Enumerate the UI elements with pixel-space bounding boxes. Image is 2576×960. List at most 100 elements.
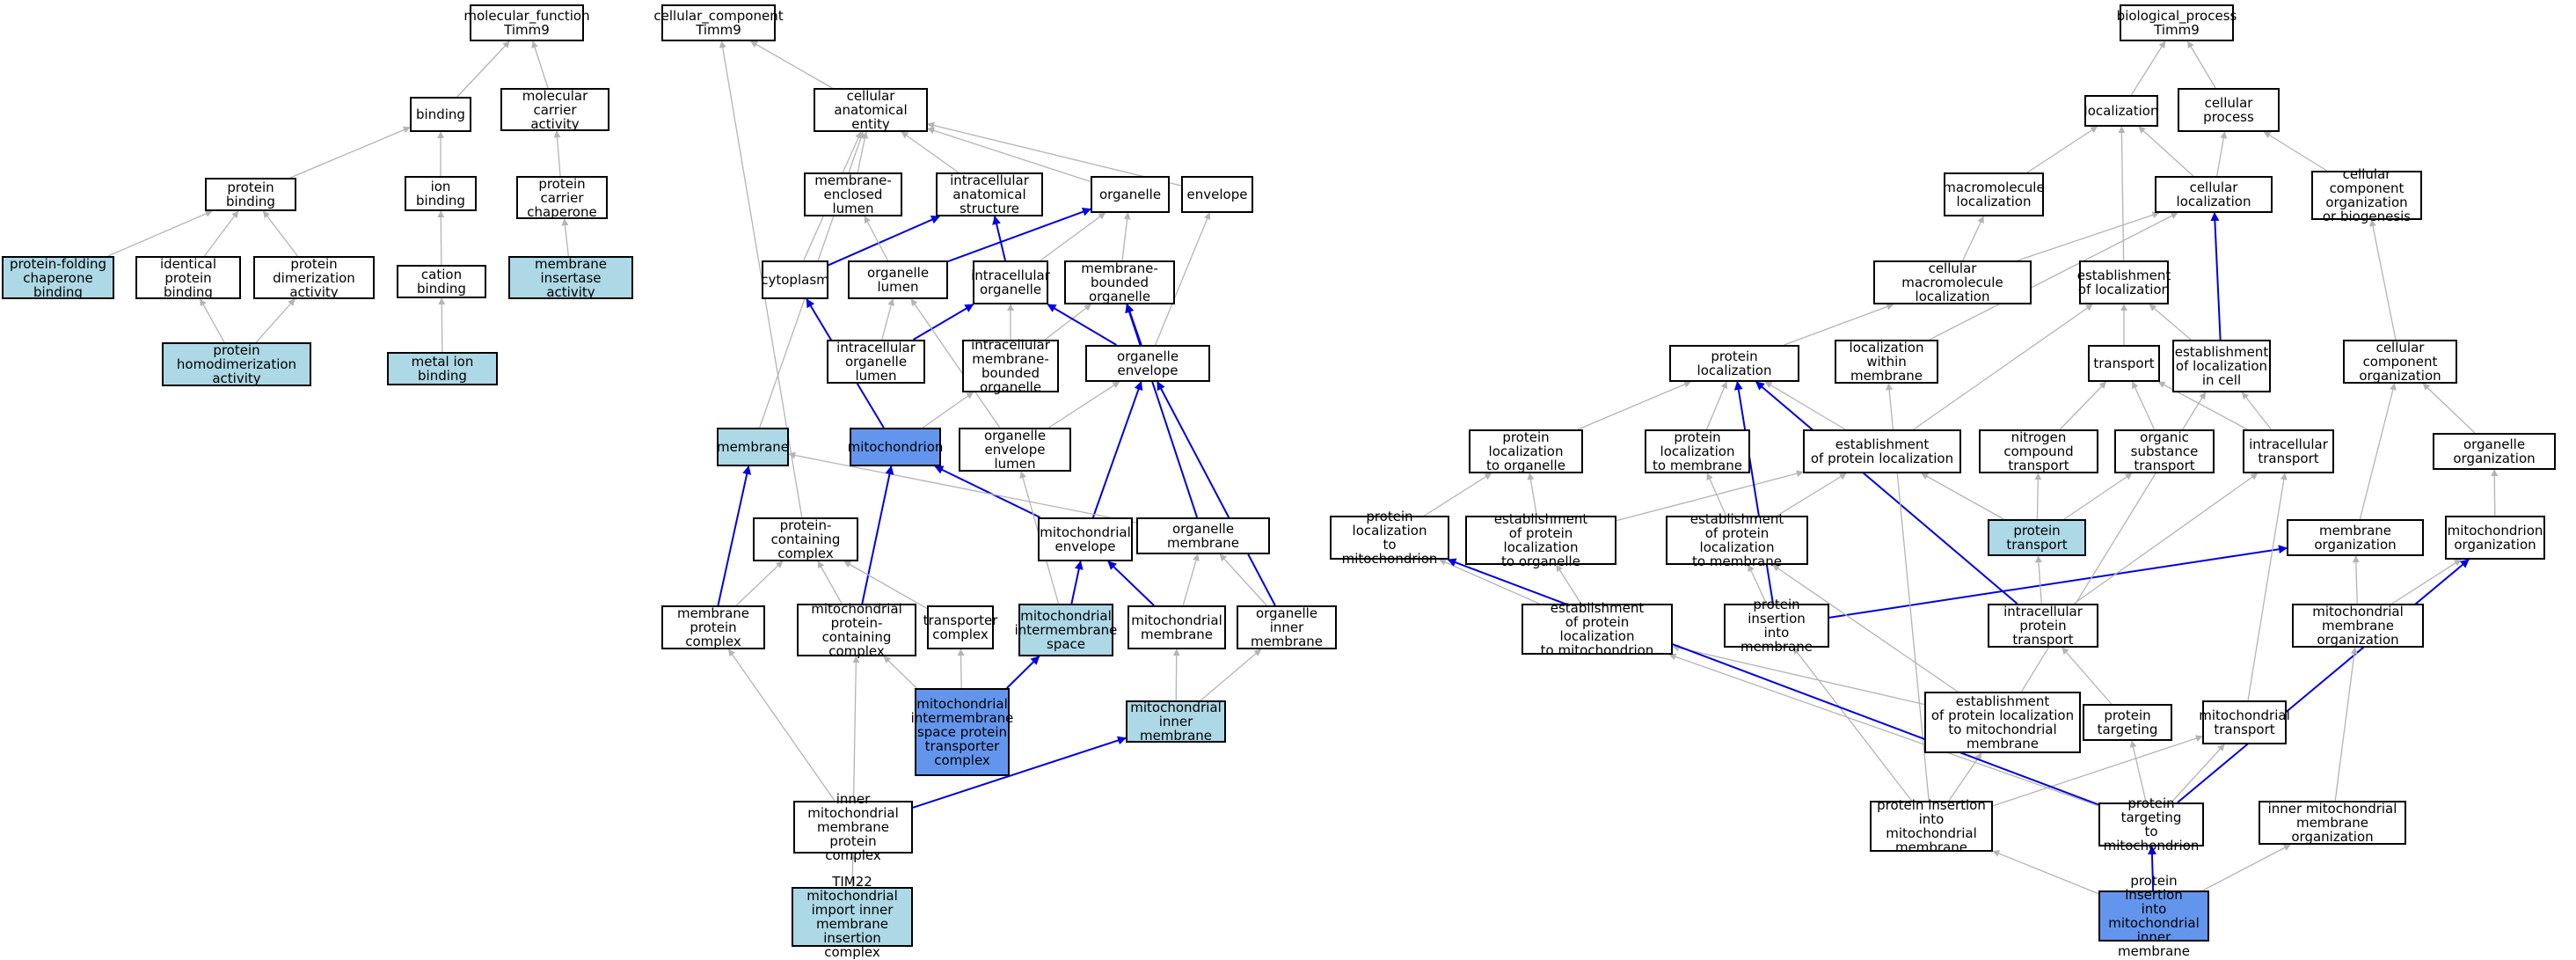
go-term-oim[interactable]: organelle inner membrane bbox=[1237, 605, 1337, 649]
go-term-mpc[interactable]: membrane protein complex bbox=[661, 605, 765, 649]
go-term-loc[interactable]: localization bbox=[2084, 95, 2158, 127]
edge-cae-to-cc bbox=[751, 41, 833, 88]
go-term-label: establishment of protein localization to… bbox=[1928, 694, 2077, 751]
go-term-pltmito[interactable]: protein localization to mitochondrion bbox=[1330, 516, 1449, 560]
edge-pt-to-nct bbox=[2037, 473, 2038, 519]
go-term-cae[interactable]: cellular anatomical entity bbox=[814, 88, 928, 132]
go-term-bp[interactable]: biological_process Timm9 bbox=[2120, 4, 2234, 41]
go-term-label: protein homodimerization activity bbox=[164, 343, 310, 385]
go-term-ost[interactable]: organic substance transport bbox=[2114, 429, 2215, 473]
go-term-pt[interactable]: protein transport bbox=[1988, 519, 2086, 556]
go-term-label: establishment of protein localization to… bbox=[1467, 512, 1615, 568]
go-term-mim[interactable]: mitochondrial inner membrane bbox=[1126, 700, 1226, 743]
go-term-it[interactable]: intracellular transport bbox=[2243, 429, 2334, 473]
edge-olumen-to-mel bbox=[865, 216, 887, 260]
edge-immpc-to-mpcx bbox=[854, 656, 857, 801]
go-term-pbind[interactable]: protein binding bbox=[205, 178, 296, 211]
go-term-ipb[interactable]: identical protein binding bbox=[135, 256, 241, 299]
go-term-imbo[interactable]: intracellular membrane-bounded organelle bbox=[962, 340, 1059, 392]
go-term-label: localization within membrane bbox=[1836, 341, 1937, 383]
go-term-ias[interactable]: intracellular anatomical structure bbox=[936, 172, 1043, 216]
go-term-menv[interactable]: mitochondrial envelope bbox=[1038, 517, 1133, 561]
go-term-mitoorg[interactable]: mitochondrion organization bbox=[2445, 516, 2545, 560]
go-term-mbo[interactable]: membrane-bounded organelle bbox=[1064, 260, 1175, 304]
go-term-ionb[interactable]: ion binding bbox=[405, 176, 477, 211]
go-term-olumen[interactable]: organelle lumen bbox=[848, 260, 948, 299]
go-term-oenv[interactable]: organelle envelope bbox=[1085, 345, 1210, 382]
go-term-pltm[interactable]: protein localization to membrane bbox=[1645, 429, 1750, 473]
edge-mpcx-to-mito bbox=[862, 466, 891, 604]
edge-mim-to-oim bbox=[1200, 649, 1260, 700]
go-term-epltm[interactable]: establishment of protein localization to… bbox=[1666, 516, 1808, 565]
go-term-binding[interactable]: binding bbox=[410, 97, 471, 132]
go-term-pttm[interactable]: protein targeting to mitochondrion bbox=[2098, 802, 2204, 846]
go-term-cco[interactable]: cellular component organization bbox=[2343, 340, 2457, 384]
go-term-ccob[interactable]: cellular component organization or bioge… bbox=[2311, 171, 2422, 220]
go-term-cmloc[interactable]: cellular macromolecule localization bbox=[1873, 260, 2032, 304]
go-term-epltmito[interactable]: establishment of protein localization to… bbox=[1522, 604, 1673, 655]
go-term-membrane[interactable]: membrane bbox=[717, 428, 789, 466]
go-term-mca[interactable]: molecular carrier activity bbox=[500, 88, 609, 131]
go-term-immo[interactable]: inner mitochondrial membrane organizatio… bbox=[2259, 801, 2406, 845]
go-term-piimm[interactable]: protein insertion into mitochondrial mem… bbox=[1870, 801, 1993, 852]
edge-epltmm-to-epltmito bbox=[1673, 647, 1924, 705]
go-term-mpcx[interactable]: mitochondrial protein-containing complex bbox=[797, 604, 916, 656]
go-term-cloc[interactable]: cellular localization bbox=[2155, 176, 2273, 213]
go-term-cp[interactable]: cellular process bbox=[2178, 88, 2280, 132]
go-term-oo[interactable]: organelle organization bbox=[2433, 433, 2556, 470]
go-term-mia[interactable]: membrane insertase activity bbox=[508, 256, 633, 299]
go-term-mito[interactable]: mitochondrion bbox=[850, 428, 941, 466]
go-term-mloc[interactable]: macromolecule localization bbox=[1944, 172, 2044, 216]
go-term-pda[interactable]: protein dimerization activity bbox=[253, 256, 375, 299]
go-term-elic[interactable]: establishment of localization in cell bbox=[2172, 340, 2271, 392]
go-term-mims[interactable]: mitochondrial intermembrane space bbox=[1018, 604, 1113, 656]
go-term-epltmm[interactable]: establishment of protein localization to… bbox=[1924, 692, 2081, 753]
go-term-piimim[interactable]: protein insertion into mitochondrial inn… bbox=[2098, 890, 2209, 942]
go-term-mt[interactable]: mitochondrial transport bbox=[2202, 700, 2287, 744]
go-term-tc[interactable]: transporter complex bbox=[927, 605, 994, 649]
go-term-mel[interactable]: membrane-enclosed lumen bbox=[804, 172, 902, 216]
go-term-pfcb[interactable]: protein-folding chaperone binding bbox=[2, 256, 114, 299]
go-term-oel[interactable]: organelle envelope lumen bbox=[959, 428, 1071, 472]
go-term-ploc[interactable]: protein localization bbox=[1669, 345, 1799, 382]
go-term-eloc[interactable]: establishment of localization bbox=[2079, 260, 2169, 304]
go-term-ptarg[interactable]: protein targeting bbox=[2083, 704, 2172, 741]
go-term-label: envelope bbox=[1184, 187, 1252, 202]
go-term-mf[interactable]: molecular_function Timm9 bbox=[470, 4, 584, 41]
go-term-mmo[interactable]: mitochondrial membrane organization bbox=[2292, 604, 2424, 648]
go-term-iol[interactable]: intracellular organelle lumen bbox=[827, 340, 925, 384]
go-term-tim22[interactable]: TIM22 mitochondrial import inner membran… bbox=[792, 887, 913, 947]
go-term-phda[interactable]: protein homodimerization activity bbox=[162, 342, 311, 386]
edge-cytoplasm-to-ias bbox=[828, 216, 939, 265]
go-term-cc[interactable]: cellular_component Timm9 bbox=[661, 4, 776, 41]
go-term-eplto[interactable]: establishment of protein localization to… bbox=[1465, 516, 1616, 565]
edge-mca-to-mf bbox=[533, 41, 548, 88]
go-term-label: protein insertion into membrane bbox=[1726, 597, 1828, 654]
go-term-cationb[interactable]: cation binding bbox=[397, 265, 486, 298]
go-term-transport[interactable]: transport bbox=[2088, 345, 2160, 382]
go-term-omem[interactable]: organelle membrane bbox=[1136, 517, 1270, 554]
go-term-envelope[interactable]: envelope bbox=[1181, 176, 1253, 213]
go-term-immpc[interactable]: inner mitochondrial membrane protein com… bbox=[793, 801, 913, 854]
go-term-mib[interactable]: metal ion binding bbox=[387, 352, 498, 385]
go-term-mimsptc[interactable]: mitochondrial intermembrane space protei… bbox=[915, 688, 1010, 776]
edge-oim-to-omem bbox=[1220, 554, 1266, 605]
go-term-lwm[interactable]: localization within membrane bbox=[1835, 340, 1938, 384]
go-term-ipt[interactable]: intracellular protein transport bbox=[1988, 604, 2098, 648]
go-term-label: establishment of protein localization to… bbox=[1523, 601, 1671, 657]
go-term-epl[interactable]: establishment of protein localization bbox=[1803, 429, 1961, 473]
go-term-mm[interactable]: mitochondrial membrane bbox=[1127, 605, 1226, 649]
go-term-organelle[interactable]: organelle bbox=[1091, 176, 1170, 213]
go-term-io[interactable]: intracellular organelle bbox=[973, 260, 1048, 304]
go-term-label: cellular process bbox=[2179, 96, 2278, 124]
go-term-piim[interactable]: protein insertion into membrane bbox=[1724, 604, 1829, 648]
go-term-label: protein targeting bbox=[2084, 708, 2171, 736]
go-term-pcc[interactable]: protein carrier chaperone bbox=[516, 176, 608, 219]
go-term-cytoplasm[interactable]: cytoplasm bbox=[762, 260, 828, 299]
go-term-label: cellular component organization or bioge… bbox=[2313, 167, 2420, 224]
go-term-label: mitochondrial inner membrane bbox=[1127, 700, 1225, 743]
go-term-pcx[interactable]: protein-containing complex bbox=[753, 517, 858, 561]
go-term-plto[interactable]: protein localization to organelle bbox=[1469, 429, 1583, 473]
go-term-mo[interactable]: membrane organization bbox=[2287, 519, 2424, 556]
go-term-nct[interactable]: nitrogen compound transport bbox=[1979, 429, 2098, 473]
